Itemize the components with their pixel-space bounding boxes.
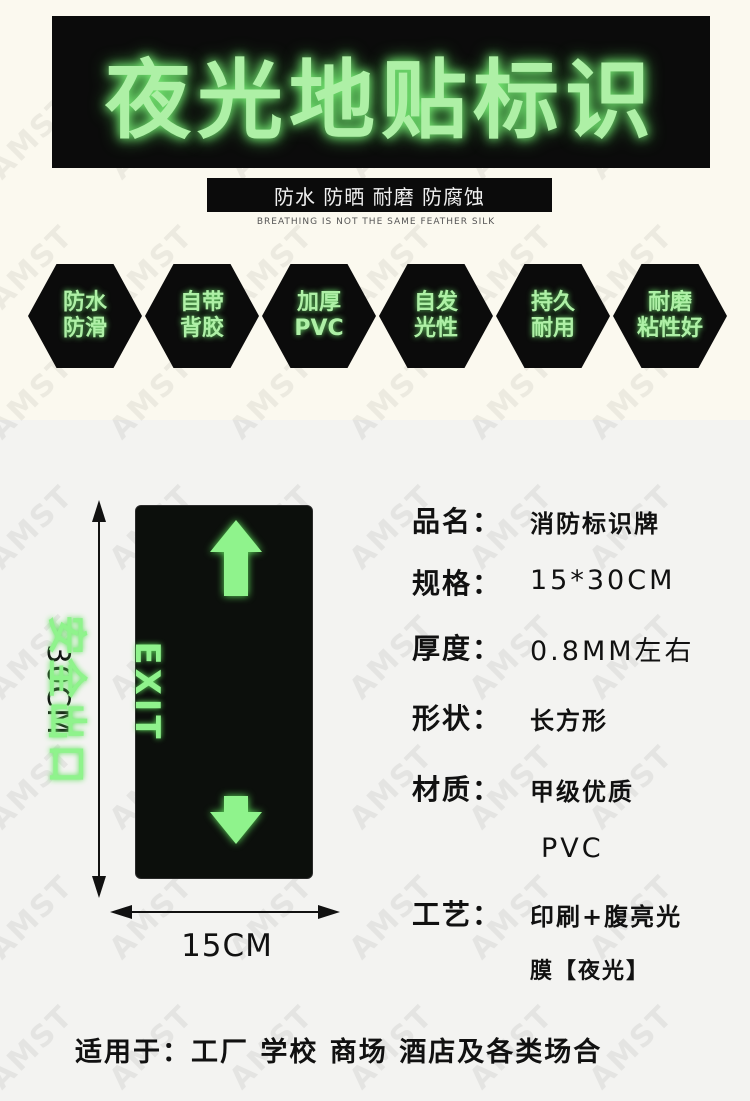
page-title: 夜光地贴标识 [105,50,657,151]
feature-line1: 防水 [62,290,107,315]
spec-size-value: 15*30CM [530,565,676,596]
feature-line2: 防滑 [62,316,107,341]
width-label: 15CM [181,928,273,964]
subtitle: 防水 防晒 耐磨 防腐蚀 [273,184,486,209]
arrow-up-icon [92,500,106,522]
up-arrow-icon [210,520,262,596]
feature-line2: 光性 [413,316,458,341]
spec-process-value-2: 膜【夜光】 [530,959,651,984]
feature-line2: PVC [294,316,344,341]
spec-name-value: 消防标识牌 [530,510,660,538]
feature-line2: 粘性好 [636,316,703,341]
spec-process-label: 工艺： [412,898,503,931]
spec-material-value-2: PVC [541,833,604,864]
feature-line2: 背胶 [179,316,224,341]
tagline: BREATHING IS NOT THE SAME FEATHER SILK [256,217,496,227]
feature-line1: 自发 [413,290,458,315]
spec-shape-value: 长方形 [530,707,608,735]
feature-line1: 持久 [530,290,575,315]
title-banner: 夜光地贴标识 [52,16,710,168]
spec-material-label: 材质： [412,773,503,806]
down-arrow-icon [210,796,262,844]
arrow-left-icon [110,905,132,919]
subtitle-banner: 防水 防晒 耐磨 防腐蚀 [207,178,552,212]
content-band [0,420,750,1101]
arrow-down-icon [92,876,106,898]
feature-hexagon: 耐磨粘性好 [613,264,727,368]
spec-shape-label: 形状： [412,702,503,735]
exit-sign [135,505,313,879]
spec-process-value-1: 印刷+腹亮光 [530,903,683,931]
feature-line1: 加厚 [296,290,341,315]
spec-thickness-value: 0.8MM左右 [530,636,695,667]
arrow-right-icon [318,905,340,919]
sign-english-text: EXIT [127,641,167,743]
sign-chinese-text: 安全出口 [43,615,89,787]
sign-arrows [210,520,262,844]
spec-size-label: 规格： [412,567,503,600]
feature-hexagon: 自发光性 [379,264,493,368]
feature-line2: 耐用 [530,316,575,341]
applicable-scenarios: 适用于：工厂 学校 商场 酒店及各类场合 [75,1037,603,1068]
spec-material-value-1: 甲级优质 [530,778,634,806]
spec-name-label: 品名： [412,505,503,538]
feature-hexagon: 防水防滑 [28,264,142,368]
feature-hexagon: 持久耐用 [496,264,610,368]
feature-line1: 自带 [179,290,224,315]
feature-hexagon: 自带背胶 [145,264,259,368]
spec-thickness-label: 厚度： [412,632,503,665]
feature-line1: 耐磨 [647,290,692,315]
